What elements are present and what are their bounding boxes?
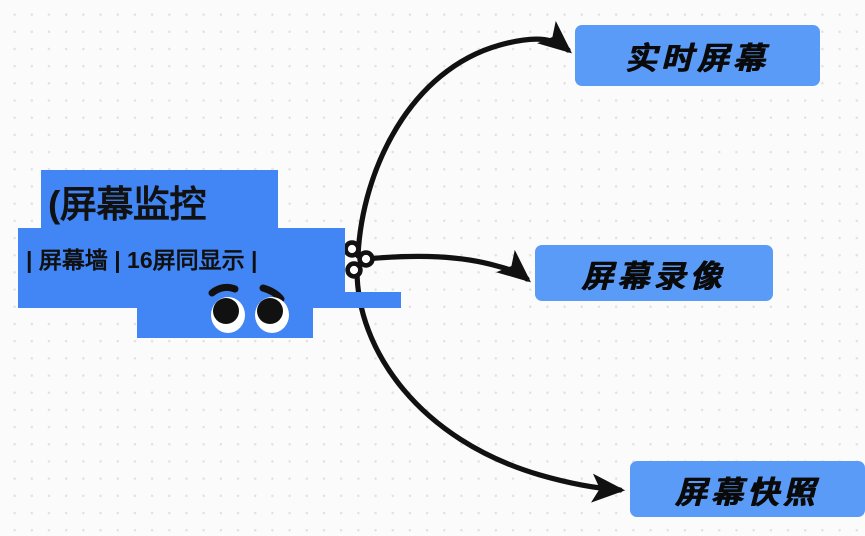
root-subtitle: | 屏幕墙 | 16屏同显示 |	[26, 247, 258, 273]
child-node-label: 屏幕快照	[675, 474, 820, 510]
root-node[interactable]: (屏幕监控 | 屏幕墙 | 16屏同显示 |	[0, 0, 401, 338]
edge-to-node-2	[363, 249, 531, 283]
child-node-screenshot[interactable]: 屏幕快照	[630, 461, 865, 517]
edge-to-node-1	[355, 20, 572, 259]
child-node-label: 实时屏幕	[625, 41, 770, 76]
child-node-label: 屏幕录像	[582, 258, 726, 294]
root-band-top	[41, 170, 278, 230]
root-title: (屏幕监控	[48, 184, 206, 225]
child-node-realtime-screen[interactable]: 实时屏幕	[575, 25, 820, 86]
root-band-middle	[18, 228, 345, 294]
smiley-face-icon	[208, 283, 289, 333]
child-node-screen-recording[interactable]: 屏幕录像	[535, 245, 773, 301]
